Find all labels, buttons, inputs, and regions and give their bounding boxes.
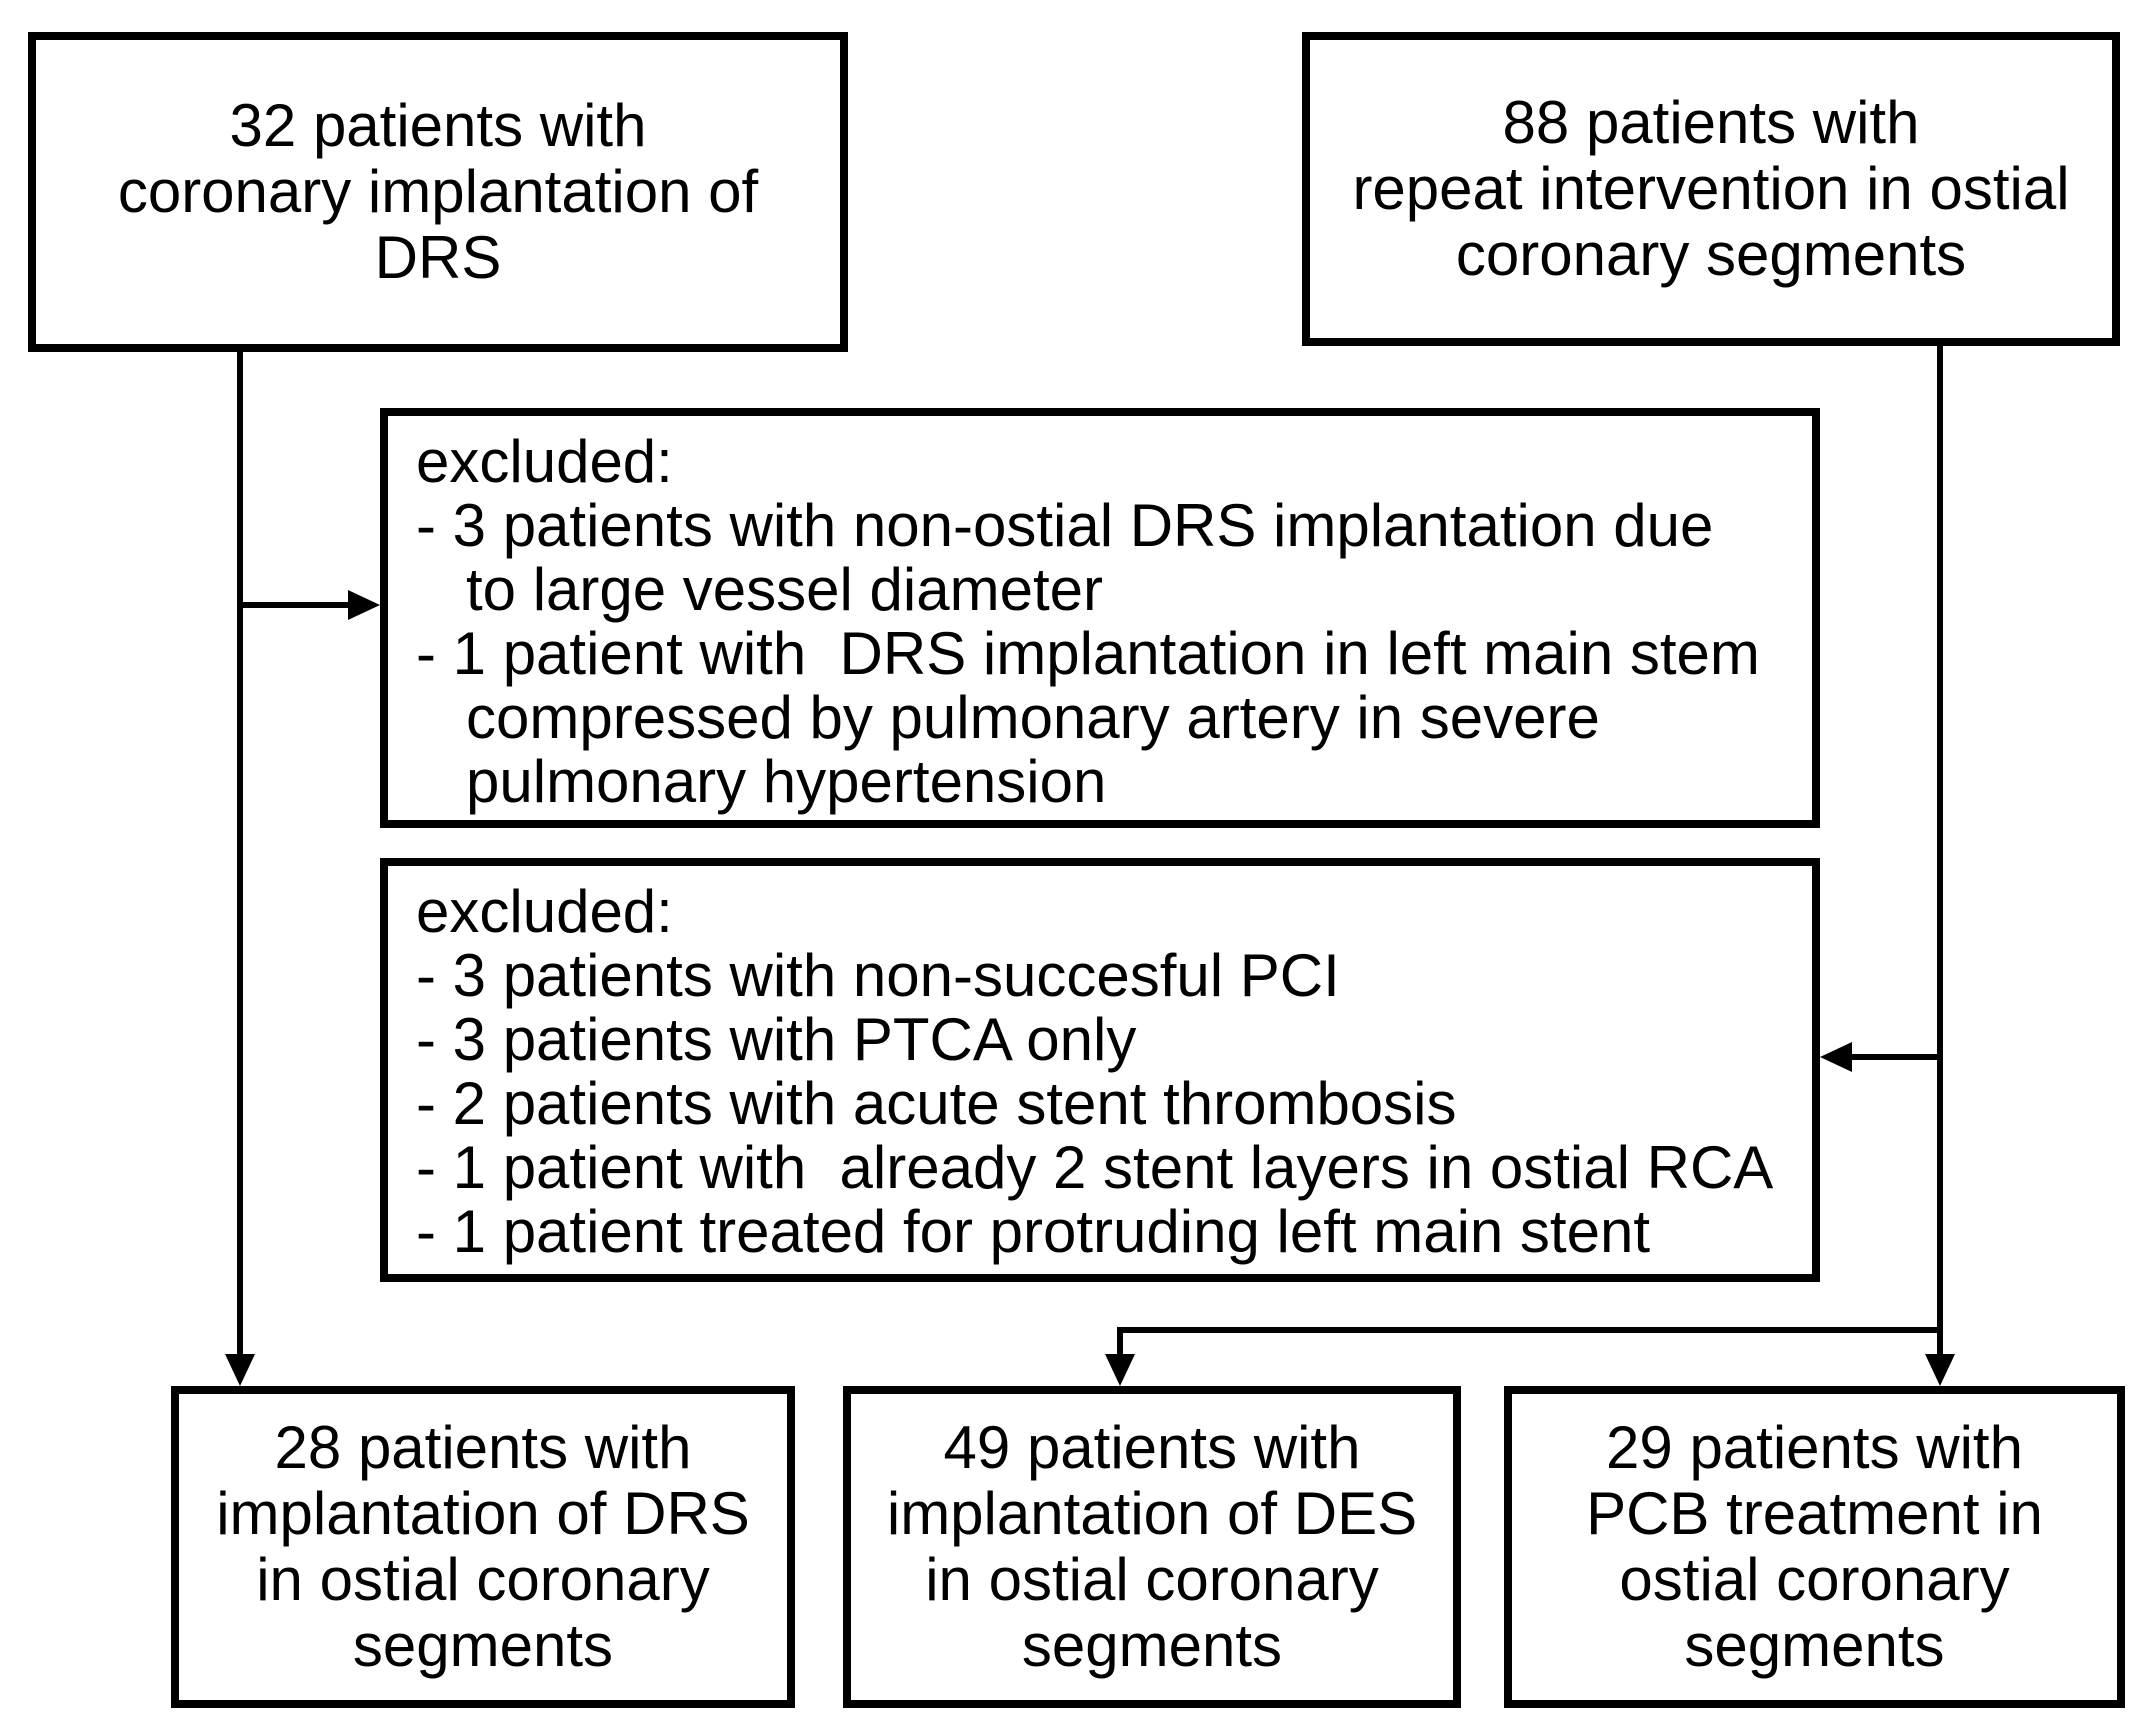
- excluded-item-line: - 1 patient with DRS implantation in lef…: [416, 620, 1760, 687]
- text-line: implantation of DRS: [216, 1480, 750, 1547]
- text-line: in ostial coronary: [256, 1546, 710, 1613]
- excluded-item-line: - 3 patients with PTCA only: [416, 1006, 1137, 1073]
- text-line: PCB treatment in: [1586, 1480, 2043, 1547]
- text-line: 88 patients with: [1502, 89, 1920, 156]
- excluded-item-line: - 1 patient treated for protruding left …: [416, 1198, 1651, 1265]
- text-line: 28 patients with: [274, 1414, 692, 1481]
- text-line: in ostial coronary: [925, 1546, 1379, 1613]
- text-line: segments: [1684, 1612, 1945, 1679]
- arrowhead-down-icon: [1105, 1354, 1135, 1386]
- excluded-item-line: pulmonary hypertension: [466, 748, 1107, 815]
- connector-drs-to-drs-result: [225, 352, 255, 1386]
- connector-reintervention-to-pcb-result: [1925, 346, 1955, 1386]
- excluded-item-line: - 3 patients with non-succesful PCI: [416, 942, 1340, 1009]
- excluded-item-line: to large vessel diameter: [466, 556, 1103, 623]
- excluded-title: excluded:: [416, 428, 673, 495]
- text-line: segments: [352, 1612, 614, 1679]
- excluded-item-line: - 1 patient with already 2 stent layers …: [416, 1134, 1774, 1201]
- text-line: coronary segments: [1455, 221, 1967, 288]
- arrowhead-down-icon: [1925, 1354, 1955, 1386]
- text-line: 32 patients with: [229, 92, 647, 159]
- text-line: segments: [1021, 1612, 1283, 1679]
- box-excluded-drs: excluded: - 3 patients with non-ostial D…: [380, 408, 1820, 828]
- excluded-item-line: compressed by pulmonary artery in severe: [466, 684, 1600, 751]
- excluded-item-line: - 2 patients with acute stent thrombosis: [416, 1070, 1457, 1137]
- connector-reintervention-to-excluded: [1820, 1042, 1940, 1072]
- text-line: implantation of DES: [886, 1480, 1418, 1547]
- arrowhead-left-icon: [1820, 1042, 1852, 1072]
- box-excluded-reintervention: excluded: - 3 patients with non-succesfu…: [380, 858, 1820, 1282]
- excluded-items: - 3 patients with non-ostial DRS implant…: [416, 494, 1802, 814]
- text-line: 49 patients with: [943, 1414, 1361, 1481]
- excluded-title: excluded:: [416, 878, 673, 945]
- text-line: repeat intervention in ostial: [1352, 155, 2070, 222]
- arrowhead-down-icon: [225, 1354, 255, 1386]
- connector-reintervention-to-des-result: [1105, 1327, 1940, 1386]
- arrowhead-right-icon: [348, 590, 380, 620]
- excluded-item-line: - 3 patients with non-ostial DRS implant…: [416, 492, 1714, 559]
- text-line: 29 patients with: [1606, 1414, 2023, 1481]
- connector-drs-to-excluded: [240, 590, 380, 620]
- text-line: ostial coronary: [1619, 1546, 2010, 1613]
- text-line: coronary implantation of: [117, 158, 759, 225]
- excluded-items: - 3 patients with non-succesful PCI- 3 p…: [416, 944, 1802, 1264]
- text-line: DRS: [374, 224, 502, 291]
